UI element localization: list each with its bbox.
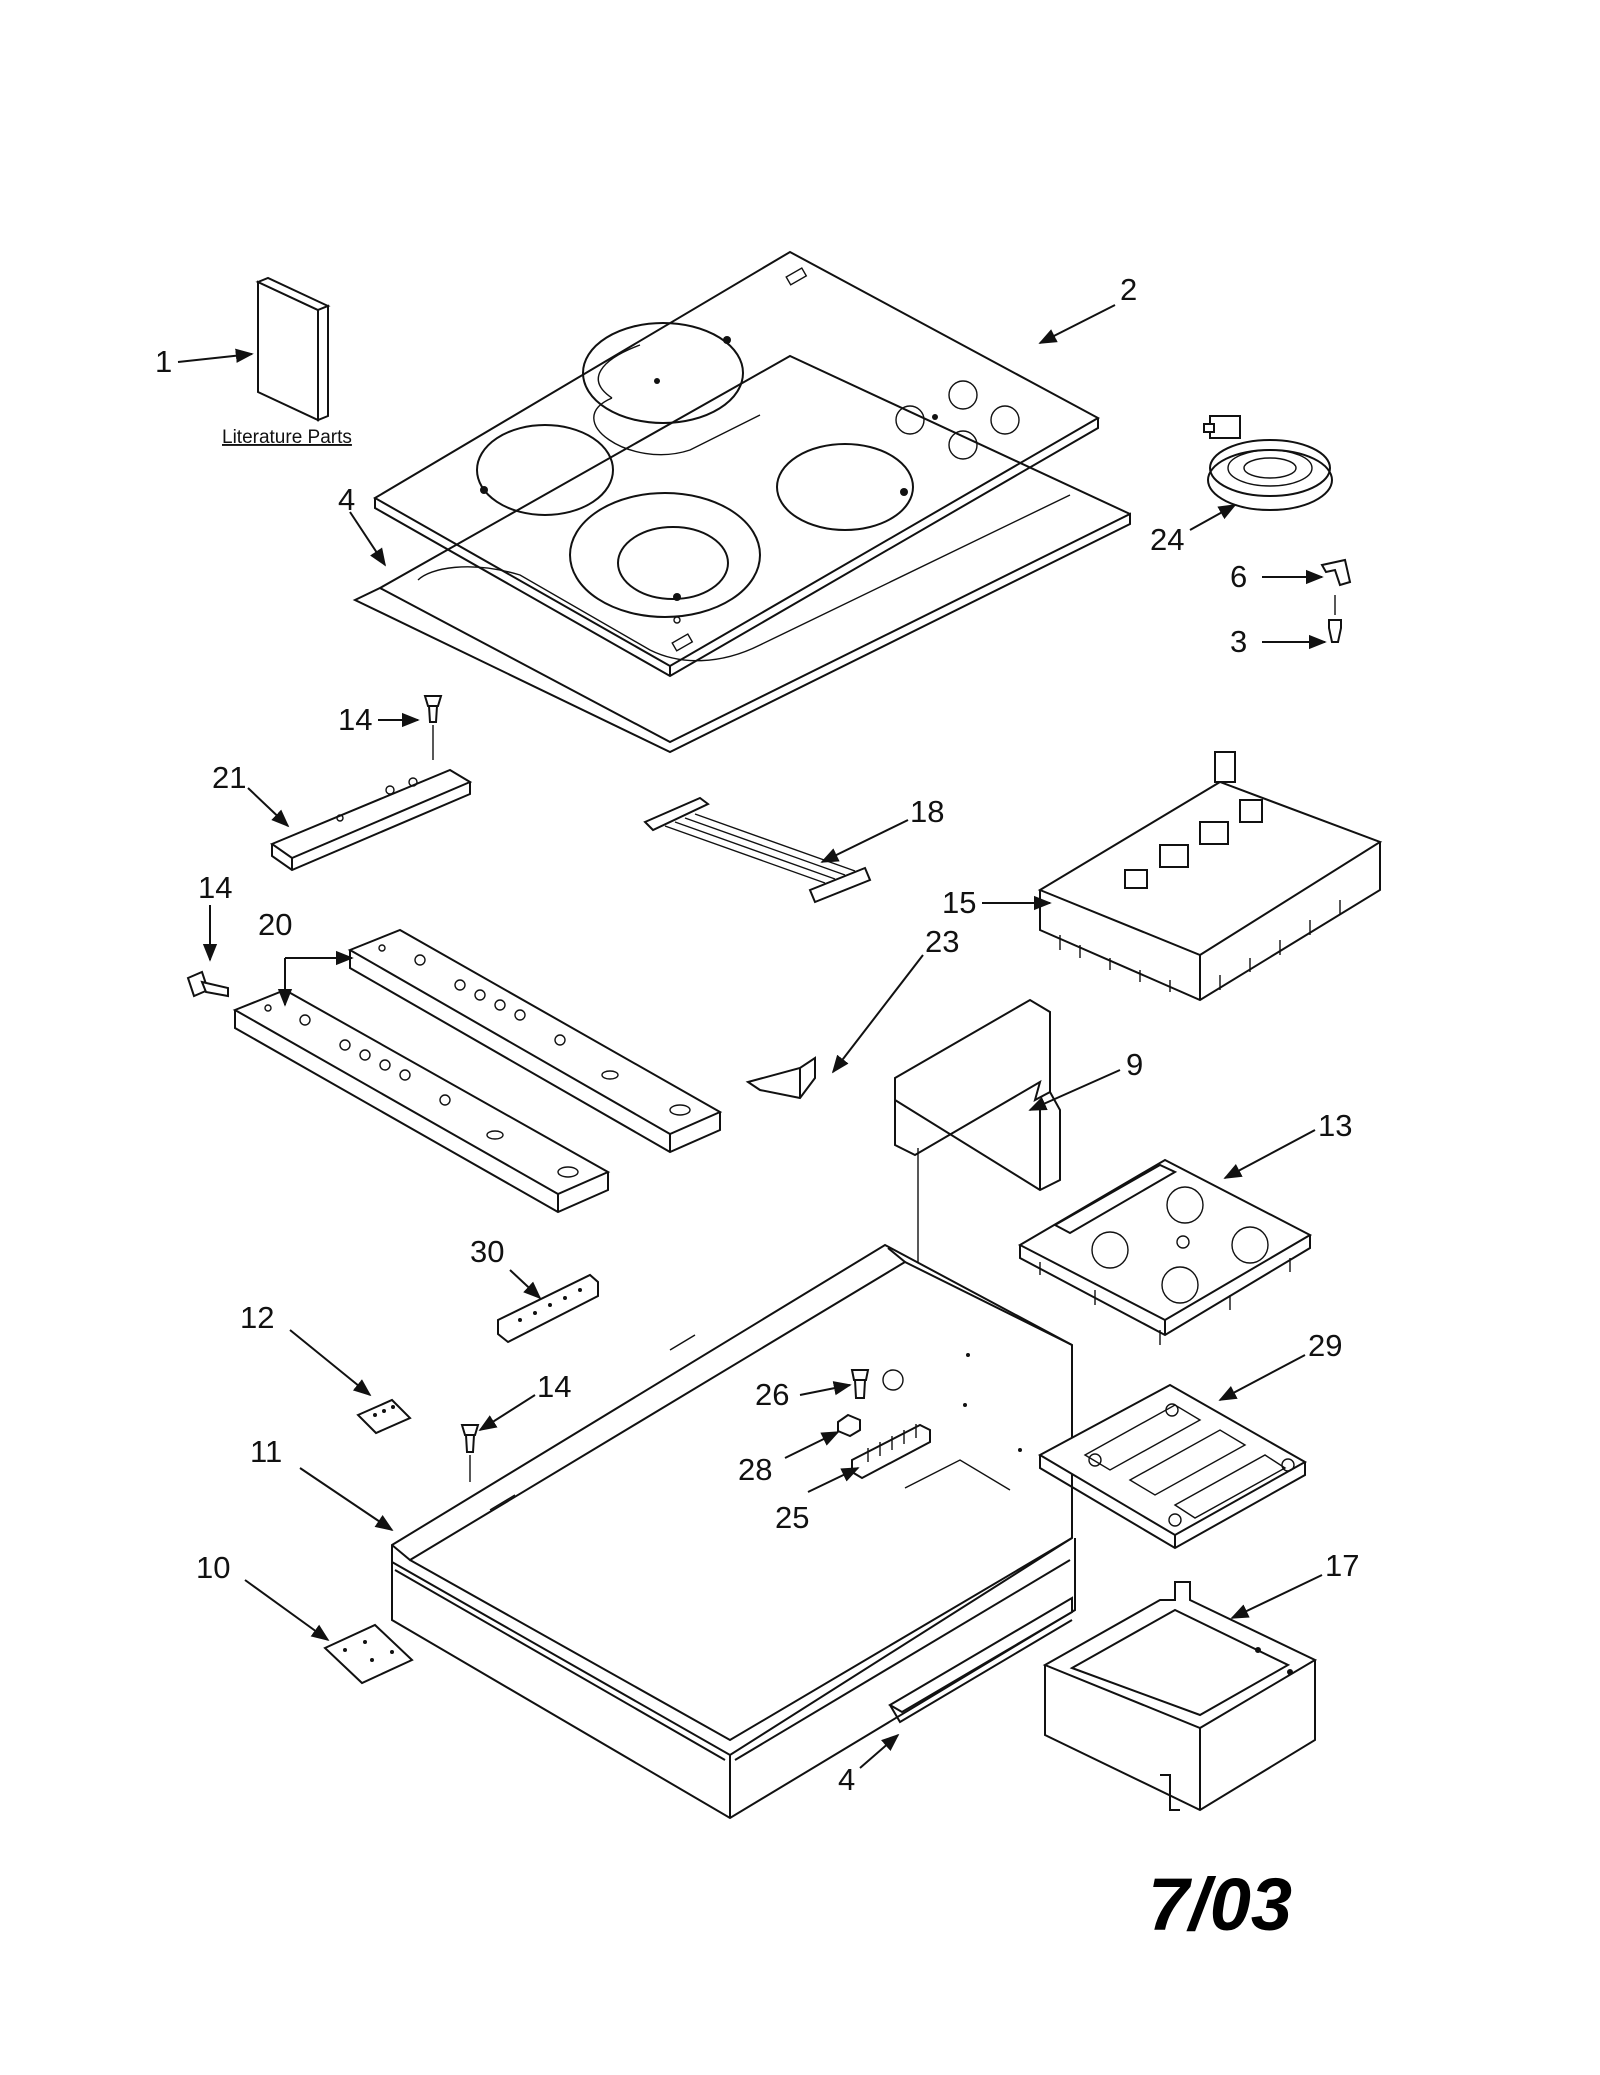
part-4-gasket-top [352,354,1131,754]
part-21-bracket [269,768,473,872]
callout-4-top: 4 [338,482,355,517]
part-17-junction-box [1042,1581,1318,1812]
part-18-ribbon-cable [643,796,872,904]
part-29-base-plate [1037,1383,1308,1550]
part-26-screw [850,1369,870,1399]
callout-20: 20 [258,907,292,942]
callout-17: 17 [1325,1548,1359,1583]
part-13-control-board [1017,1158,1313,1345]
callout-1: 1 [155,344,172,379]
callout-10: 10 [196,1550,230,1585]
callout-12: 12 [240,1300,274,1335]
callout-14-bottom: 14 [537,1369,571,1404]
callout-13: 13 [1318,1108,1352,1143]
date-stamp: 7/03 [1148,1863,1292,1946]
part-14-screw-top [423,695,443,760]
callout-18: 18 [910,794,944,829]
part-14-screw-bottom [460,1424,480,1482]
part-30-plate [497,1273,599,1344]
callout-3: 3 [1230,624,1247,659]
part-12-plate [356,1398,412,1435]
callout-9: 9 [1126,1047,1143,1082]
callout-6: 6 [1230,559,1247,594]
callout-2: 2 [1120,272,1137,307]
part-11-cooktop-box [391,1243,1076,1820]
callout-30: 30 [470,1234,504,1269]
part-4-angle-strip [888,1596,1073,1724]
callout-21: 21 [212,760,246,795]
callout-23: 23 [925,924,959,959]
callout-labels: 1 2 3 4 6 9 10 11 12 13 14 14 14 15 17 1… [155,272,1359,1797]
part-20-channel-lower [232,988,611,1214]
callout-26: 26 [755,1377,789,1412]
part-15-control-box [1037,751,1383,1002]
part-3-screw [1328,595,1342,643]
callout-11: 11 [250,1434,282,1469]
callout-15: 15 [942,885,976,920]
part-23-bracket [745,1056,816,1100]
callout-14-left: 14 [198,870,232,905]
part-20-channel-upper [347,928,723,1154]
part-2-cooktop-glass [373,250,1101,678]
part-6-bracket-clip [1320,558,1352,587]
literature-caption: Literature Parts [222,427,352,448]
part-10-plate [323,1623,414,1685]
callout-28: 28 [738,1452,772,1487]
part-14-bolt-left [186,970,229,998]
callout-25: 25 [775,1500,809,1535]
callout-4-bottom: 4 [838,1762,855,1797]
leader-arrows [177,304,1327,1769]
callout-14-top: 14 [338,702,372,737]
callout-29: 29 [1308,1328,1342,1363]
part-1-literature: Literature Parts [222,276,352,448]
callout-24: 24 [1150,522,1184,557]
part-24-radiant-element [1203,415,1333,511]
part-28-nut [837,1413,861,1438]
